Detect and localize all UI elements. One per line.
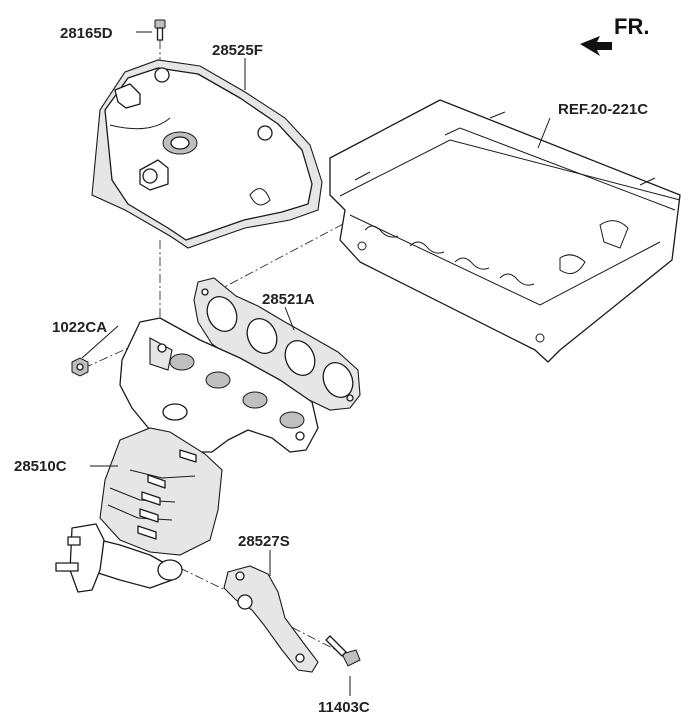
label-28521A: 28521A xyxy=(262,291,315,308)
label-28510C: 28510C xyxy=(14,458,67,475)
gasket xyxy=(193,277,361,411)
label-1022CA: 1022CA xyxy=(52,319,107,336)
leader-lines xyxy=(81,31,551,696)
front-direction-indicator: FR. xyxy=(580,14,649,56)
nut xyxy=(71,357,89,377)
front-direction-arrow-icon xyxy=(580,36,612,56)
label-28525F: 28525F xyxy=(212,42,263,59)
label-28527S: 28527S xyxy=(238,533,290,550)
heat-shield xyxy=(91,59,323,249)
label-11403C: 11403C xyxy=(318,699,370,716)
label-28165D: 28165D xyxy=(60,25,113,42)
label-ref-20-221C: REF.20-221C xyxy=(558,101,648,118)
bolt-bottom xyxy=(325,635,361,667)
front-direction-label: FR. xyxy=(614,14,649,39)
bracket xyxy=(223,565,319,673)
cylinder-head xyxy=(329,99,681,363)
bolt-top xyxy=(154,19,166,41)
manifold-converter-assembly xyxy=(55,317,319,593)
